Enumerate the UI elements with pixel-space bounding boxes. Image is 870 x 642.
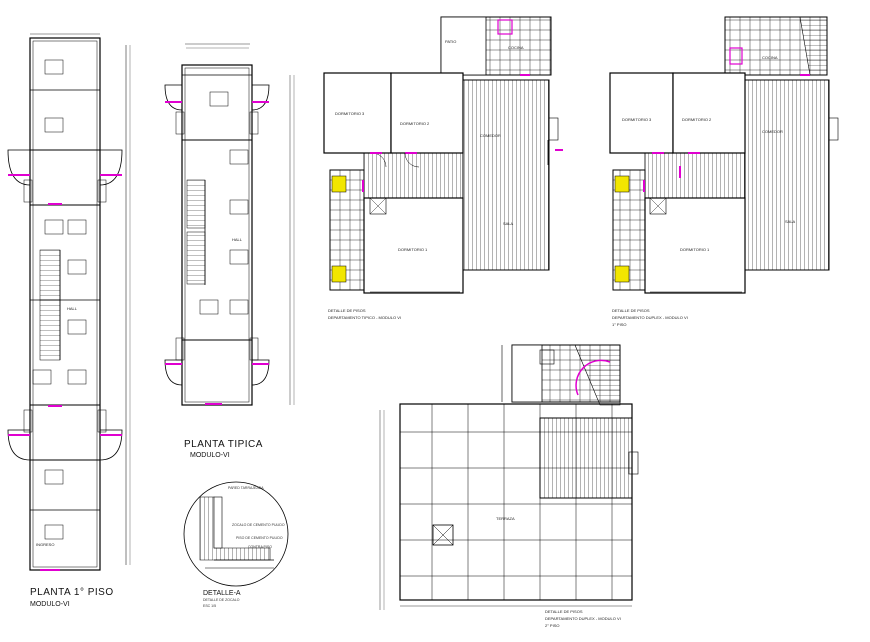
detalle-pisos-tipico bbox=[323, 16, 563, 294]
planta-1-piso bbox=[7, 33, 131, 571]
ingreso-label: INGRESO bbox=[36, 542, 55, 547]
dorm3-label-b: DORMITORIO 3 bbox=[622, 117, 652, 122]
dorm2-label-b: DORMITORIO 2 bbox=[682, 117, 712, 122]
detalle-a-subtitle: DETALLE DE ZOCALO bbox=[203, 598, 240, 602]
note-piso: PISO DE CEMENTO PULIDO bbox=[236, 536, 283, 540]
planta-1-piso-subtitle: MODULO-VI bbox=[30, 601, 70, 608]
detalle-pisos-duplex-1 bbox=[609, 16, 839, 294]
note-pared: PARED TARRAJEADA bbox=[228, 486, 264, 490]
cocina-label-a: COCINA bbox=[508, 45, 524, 50]
detalle-tipico-subtitle: DEPARTAMENTO TIPICO - MODULO VI bbox=[328, 315, 401, 320]
hall-label-2: HALL bbox=[232, 237, 243, 242]
sala-label-a: SALA bbox=[503, 221, 514, 226]
sala-label-b: SALA bbox=[785, 219, 796, 224]
hall-label-1: HALL bbox=[67, 306, 78, 311]
detalle-a bbox=[183, 481, 289, 587]
comedor-label-a: COMEDOR bbox=[480, 133, 501, 138]
planta-1-piso-title: PLANTA 1° PISO bbox=[30, 587, 114, 598]
note-zocalo: ZOCALO DE CEMENTO PULIDO bbox=[232, 523, 285, 527]
terraza-label: TERRAZA bbox=[496, 516, 515, 521]
dorm2-label-a: DORMITORIO 2 bbox=[400, 121, 430, 126]
detalle-duplex-1-floor: 1° PISO bbox=[612, 322, 627, 327]
dorm1-label-a: DORMITORIO 1 bbox=[398, 247, 428, 252]
planta-tipica-title: PLANTA TIPICA bbox=[184, 439, 263, 450]
cocina-label-b: COCINA bbox=[762, 55, 778, 60]
detalle-duplex-1-subtitle: DEPARTAMENTO DUPLEX - MODULO VI bbox=[612, 315, 688, 320]
dorm3-label-a: DORMITORIO 3 bbox=[335, 111, 365, 116]
dorm1-label-b: DORMITORIO 1 bbox=[680, 247, 710, 252]
detalle-tipico-title: DETALLE DE PISOS bbox=[328, 308, 366, 313]
detalle-duplex-2-title: DETALLE DE PISOS bbox=[545, 609, 583, 614]
planta-tipica bbox=[164, 43, 295, 406]
patio-label-a: PATIO bbox=[445, 39, 457, 44]
detalle-duplex-1-title: DETALLE DE PISOS bbox=[612, 308, 650, 313]
planta-tipica-subtitle: MODULO-VI bbox=[190, 452, 230, 459]
note-contrapiso: CONTRA PISO bbox=[248, 545, 272, 549]
detalle-duplex-2-subtitle: DEPARTAMENTO DUPLEX - MODULO VI bbox=[545, 616, 621, 621]
detalle-a-title: DETALLE-A bbox=[203, 590, 241, 597]
detalle-duplex-2-floor: 2° PISO bbox=[545, 623, 560, 628]
detalle-a-scale: ESC 1/5 bbox=[203, 604, 217, 608]
detalle-pisos-duplex-2 bbox=[379, 344, 639, 610]
comedor-label-b: COMEDOR bbox=[762, 129, 783, 134]
